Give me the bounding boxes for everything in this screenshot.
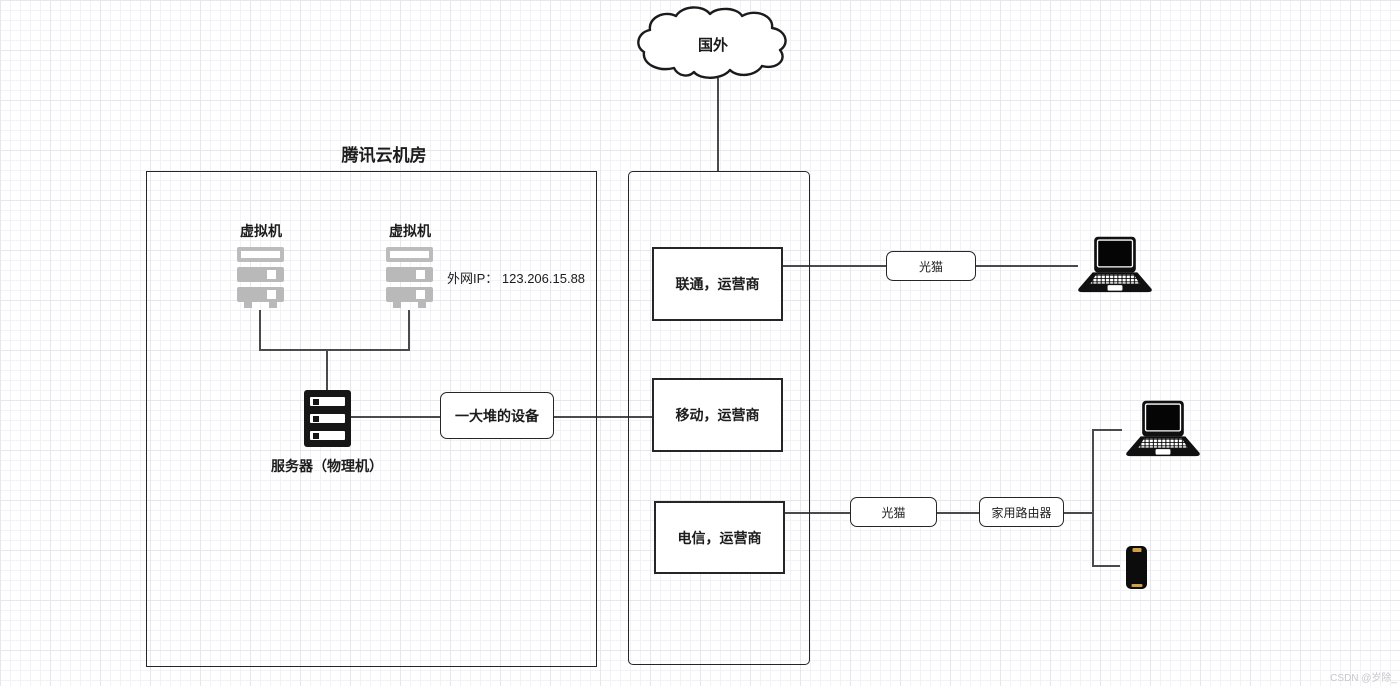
vm-rack-slot bbox=[386, 247, 433, 262]
phone-speaker bbox=[1132, 548, 1141, 552]
connector-vm-left-down bbox=[259, 310, 261, 351]
modem-bottom-label: 光猫 bbox=[881, 505, 906, 520]
laptop-icon-top bbox=[1076, 236, 1154, 294]
connector-modem-to-laptop bbox=[976, 265, 1078, 267]
vm-icon-left bbox=[237, 247, 284, 308]
modem-box-top: 光猫 bbox=[886, 251, 976, 281]
router-box: 家用路由器 bbox=[979, 497, 1064, 527]
connector-join-to-server bbox=[326, 349, 328, 390]
connector-branch-to-phone bbox=[1092, 565, 1120, 567]
cloud-label: 国外 bbox=[697, 37, 729, 54]
mobile-box: 移动，运营商 bbox=[652, 378, 783, 452]
server-slot bbox=[310, 431, 345, 440]
connector-telecom-to-modem bbox=[785, 512, 850, 514]
unicom-box: 联通，运营商 bbox=[652, 247, 783, 321]
phone-home-bar bbox=[1131, 584, 1142, 587]
connector-vm-right-down bbox=[408, 310, 410, 351]
cloud-shape bbox=[637, 6, 787, 79]
tencent-room-title: 腾讯云机房 bbox=[341, 146, 427, 165]
vm-label-right: 虚拟机 bbox=[389, 223, 431, 239]
laptop-icon-bottom bbox=[1124, 400, 1202, 458]
vm-rack-slot bbox=[237, 267, 284, 282]
vm-rack-led bbox=[416, 290, 425, 299]
vm-icon-right bbox=[386, 247, 433, 308]
vm-rack-feet bbox=[237, 302, 284, 308]
router-label: 家用路由器 bbox=[991, 505, 1052, 520]
telecom-label: 电信，运营商 bbox=[677, 529, 762, 546]
vm-rack-slot bbox=[386, 287, 433, 302]
vm-rack-led bbox=[416, 270, 425, 279]
physical-server-label: 服务器（物理机） bbox=[271, 458, 383, 474]
modem-box-bottom: 光猫 bbox=[850, 497, 937, 527]
mobile-label: 移动，运营商 bbox=[675, 407, 760, 423]
connector-modem-to-router bbox=[937, 512, 979, 514]
physical-server-icon bbox=[304, 390, 351, 447]
devices-box-label: 一大堆的设备 bbox=[455, 407, 539, 424]
connector-branch-to-laptop bbox=[1092, 429, 1122, 431]
connector-unicom-to-modem bbox=[783, 265, 886, 267]
vm-rack-led bbox=[267, 290, 276, 299]
server-slot bbox=[310, 414, 345, 423]
phone-icon bbox=[1126, 546, 1147, 589]
carriers-box bbox=[628, 171, 810, 665]
vm-rack-feet bbox=[386, 302, 433, 308]
tencent-room-box bbox=[146, 171, 597, 667]
vm-label-left: 虚拟机 bbox=[240, 223, 282, 239]
watermark: CSDN @岁除_ bbox=[1330, 673, 1397, 684]
unicom-label: 联通，运营商 bbox=[675, 276, 760, 292]
vm-rack-slot bbox=[386, 267, 433, 282]
devices-box: 一大堆的设备 bbox=[440, 392, 554, 439]
external-ip-label: 外网IP： 123.206.15.88 bbox=[447, 271, 586, 286]
vm-rack-slot bbox=[237, 287, 284, 302]
telecom-box: 电信，运营商 bbox=[654, 501, 785, 574]
connector-server-to-devices bbox=[349, 416, 440, 418]
connector-cloud-to-carriers bbox=[717, 78, 719, 172]
connector-devices-to-mobile bbox=[554, 416, 652, 418]
connector-router-to-branch bbox=[1063, 512, 1093, 514]
connector-branch-vertical bbox=[1092, 429, 1094, 567]
vm-rack-slot bbox=[237, 247, 284, 262]
vm-rack-led bbox=[267, 270, 276, 279]
connector-vm-join bbox=[259, 349, 410, 351]
server-slot bbox=[310, 397, 345, 406]
modem-top-label: 光猫 bbox=[918, 259, 943, 274]
